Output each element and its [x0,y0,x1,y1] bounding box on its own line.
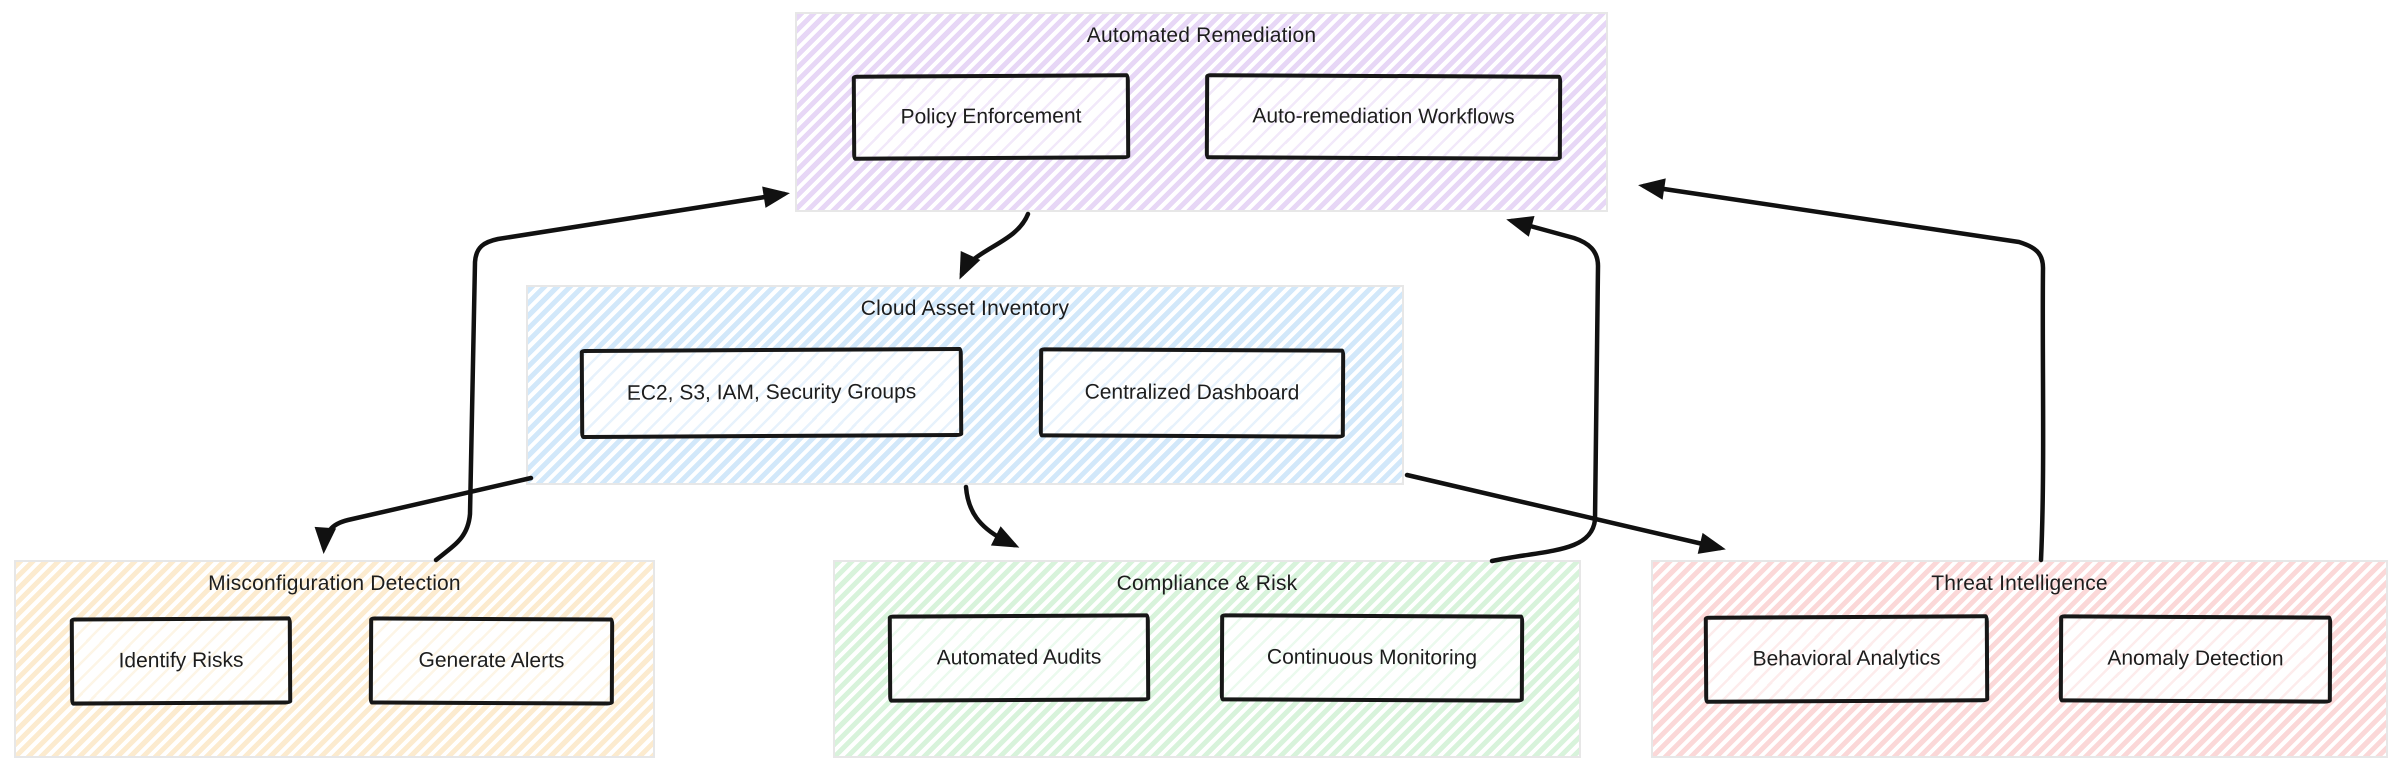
subnode-label: Identify Risks [118,648,244,673]
subnode-label: Centralized Dashboard [1084,380,1300,405]
edge-cloud-asset-inventory-to-misconfiguration-detection [314,475,534,554]
node-cloud-asset-inventory: Cloud Asset Inventory EC2, S3, IAM, Secu… [526,285,1404,485]
subnode-label: EC2, S3, IAM, Security Groups [626,380,917,405]
node-threat-intelligence: Threat Intelligence Behavioral Analytics… [1651,560,2388,758]
edge-cloud-asset-inventory-to-compliance-risk [963,484,1020,548]
edge-cloud-asset-inventory-to-threat-intelligence [1404,472,1726,554]
node-title-automated-remediation: Automated Remediation [1086,24,1317,47]
subnode-label: Behavioral Analytics [1752,646,1941,671]
node-title-threat-intelligence: Threat Intelligence [1931,572,2108,595]
subnode-continuous-monitoring: Continuous Monitoring [1219,613,1525,703]
subnode-auto-remediation-workflows: Auto-remediation Workflows [1204,73,1563,161]
node-title-compliance-risk: Compliance & Risk [1116,572,1298,595]
subnode-anomaly-detection: Anomaly Detection [2058,614,2333,704]
subnode-label: Automated Audits [936,645,1102,670]
edge-automated-remediation-to-cloud-asset-inventory [959,211,1031,280]
subnode-ec2-s3-iam-security-groups: EC2, S3, IAM, Security Groups [579,346,964,440]
subnode-generate-alerts: Generate Alerts [368,616,615,706]
subnode-behavioral-analytics: Behavioral Analytics [1703,614,1990,704]
subnode-policy-enforcement: Policy Enforcement [851,73,1131,161]
node-compliance-risk: Compliance & Risk Automated Audits Conti… [833,560,1581,758]
subnode-automated-audits: Automated Audits [887,613,1151,703]
node-automated-remediation: Automated Remediation Policy Enforcement… [795,12,1608,212]
node-misconfiguration-detection: Misconfiguration Detection Identify Risk… [14,560,655,758]
subnode-identify-risks: Identify Risks [69,616,293,706]
node-title-cloud-asset-inventory: Cloud Asset Inventory [860,297,1070,320]
subnode-label: Policy Enforcement [900,104,1082,129]
subnode-label: Continuous Monitoring [1266,645,1478,670]
subnode-label: Auto-remediation Workflows [1252,104,1515,129]
subnode-centralized-dashboard: Centralized Dashboard [1038,347,1346,439]
edge-compliance-risk-to-automated-remediation [1489,215,1601,564]
subnode-label: Anomaly Detection [2107,646,2284,671]
edge-threat-intelligence-to-automated-remediation [1638,178,2046,563]
subnode-label: Generate Alerts [418,648,565,673]
node-title-misconfiguration-detection: Misconfiguration Detection [208,572,461,595]
